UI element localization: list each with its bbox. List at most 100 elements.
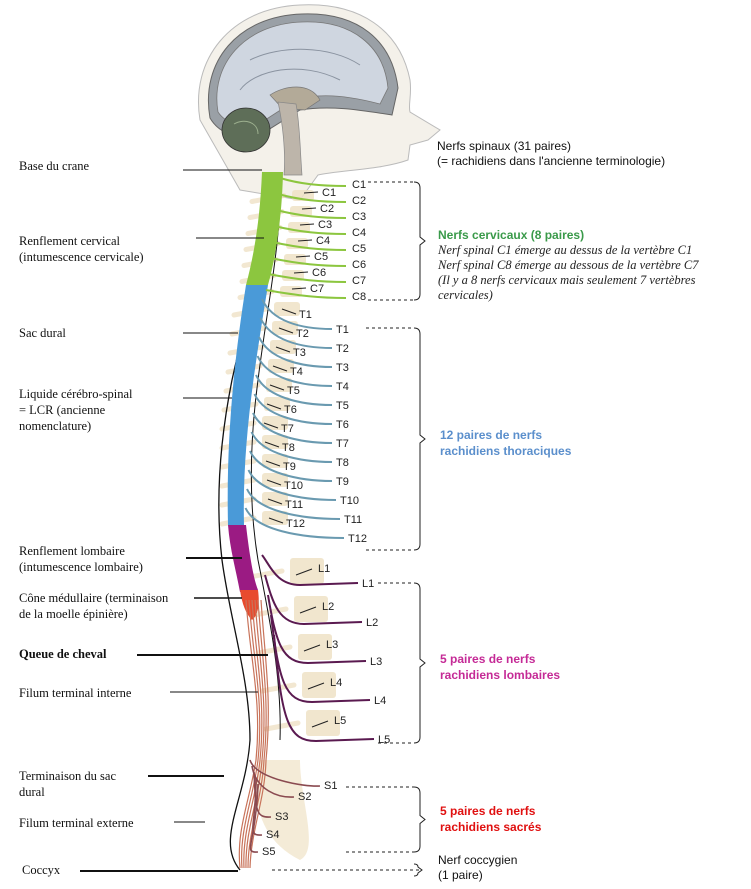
vertebra-tick bbox=[269, 384, 285, 391]
nerve-label: S4 bbox=[266, 829, 279, 841]
nerve-sacral bbox=[249, 759, 321, 787]
label-renflement-lombaire: Renflement lombaire (intumescence lombai… bbox=[19, 543, 143, 575]
vertebral-body bbox=[262, 454, 288, 468]
vertebra-tick bbox=[293, 271, 309, 274]
label-line: Terminaison du sac bbox=[19, 769, 117, 783]
nerve-lumbar bbox=[273, 634, 375, 743]
vertebra-label: T12 bbox=[286, 518, 305, 530]
vertebra-tick bbox=[278, 327, 294, 334]
vertebra-tick bbox=[303, 191, 319, 194]
vertebra-label: L2 bbox=[322, 601, 334, 613]
nerve-label: C6 bbox=[352, 259, 366, 271]
header-nerfs-spinaux: Nerfs spinaux (31 paires) (= rachidiens … bbox=[437, 139, 665, 169]
cauda-fiber bbox=[243, 599, 263, 869]
vertebra-tick bbox=[299, 223, 315, 226]
group-line: 5 paires de nerfs bbox=[440, 652, 536, 666]
vertebra-label: C6 bbox=[312, 267, 326, 279]
nerve-label: C5 bbox=[352, 243, 366, 255]
vertebra-tick bbox=[275, 346, 291, 353]
vertebra-label: T2 bbox=[296, 328, 309, 340]
nerve-thoracic bbox=[255, 374, 333, 406]
nerve-label: T10 bbox=[340, 495, 359, 507]
group-line: rachidiens sacrés bbox=[440, 820, 542, 834]
coccygeal-line: (1 paire) bbox=[438, 868, 483, 882]
nerve-label: T8 bbox=[336, 457, 349, 469]
nerve-cervical bbox=[269, 257, 347, 267]
nerve-label: T3 bbox=[336, 362, 349, 374]
nerve-thoracic bbox=[244, 507, 345, 539]
spinous-process bbox=[263, 720, 301, 732]
group-line: rachidiens thoraciques bbox=[440, 444, 572, 458]
nerve-sacral bbox=[249, 783, 259, 853]
label-line: Renflement lombaire bbox=[19, 544, 125, 558]
vertebra-tick bbox=[268, 517, 284, 524]
curly-bracket bbox=[413, 786, 426, 853]
vertebra-label: L5 bbox=[334, 715, 346, 727]
label-line: Liquide cérébro-spinal bbox=[19, 387, 133, 401]
cord-cervical bbox=[246, 172, 283, 285]
label-line: Renflement cervical bbox=[19, 234, 120, 248]
nerve-cervical bbox=[279, 177, 347, 187]
nerve-sacral bbox=[252, 777, 263, 836]
cervical-group-title: Nerfs cervicaux (8 paires) bbox=[438, 228, 585, 242]
vertebra-tick bbox=[307, 682, 325, 690]
note-line: Nerf spinal C1 émerge au dessus de la ve… bbox=[438, 243, 693, 257]
vertebra-tick bbox=[281, 308, 297, 315]
vertebra-tick bbox=[303, 644, 321, 652]
nerve-cervical bbox=[273, 225, 347, 235]
vertebra-label: T5 bbox=[287, 385, 300, 397]
nerve-label: L5 bbox=[378, 734, 390, 746]
vertebra-tick bbox=[291, 287, 307, 290]
nerve-cervical bbox=[275, 209, 347, 219]
label-sac-dural: Sac dural bbox=[19, 326, 66, 340]
vertebral-body bbox=[262, 492, 288, 506]
nerve-label: T4 bbox=[336, 381, 349, 393]
vertebra-tick bbox=[265, 460, 281, 467]
vertebral-body bbox=[266, 378, 292, 392]
cauda-fiber bbox=[245, 599, 265, 869]
vertebra-label: T10 bbox=[284, 480, 303, 492]
vertebral-body bbox=[272, 321, 298, 335]
vertebra-label: T8 bbox=[282, 442, 295, 454]
dural-sac-outline-inner bbox=[250, 174, 281, 741]
group-line: rachidiens lombaires bbox=[440, 668, 561, 682]
nerve-label: T5 bbox=[336, 400, 349, 412]
nerve-label: T9 bbox=[336, 476, 349, 488]
label-line: = LCR (ancienne bbox=[19, 403, 106, 417]
vertebra-label: C5 bbox=[314, 251, 328, 263]
label-base-du-crane: Base du crane bbox=[19, 159, 90, 173]
vertebra-label: T4 bbox=[290, 366, 303, 378]
vertebra-label: C3 bbox=[318, 219, 332, 231]
nerve-lumbar bbox=[261, 554, 359, 587]
vertebra-label: C7 bbox=[310, 283, 324, 295]
note-line: (Il y a 8 nerfs cervicaux mais seulement… bbox=[438, 273, 696, 287]
vertebra-tick bbox=[295, 255, 311, 258]
vertebral-body bbox=[264, 397, 290, 411]
nerve-thoracic bbox=[256, 355, 333, 387]
label-line: de la moelle épinière) bbox=[19, 607, 128, 621]
vertebra-tick bbox=[272, 365, 288, 372]
nerve-label: T7 bbox=[336, 438, 349, 450]
vertebra-label: C1 bbox=[322, 187, 336, 199]
nerve-sacral bbox=[251, 765, 295, 798]
label-lcr: Liquide cérébro-spinal = LCR (ancienne n… bbox=[19, 386, 133, 434]
label-line: Cône médullaire (terminaison bbox=[19, 591, 169, 605]
label-cone-medullaire: Cône médullaire (terminaison de la moell… bbox=[19, 590, 168, 622]
nerve-label: T6 bbox=[336, 419, 349, 431]
vertebral-body bbox=[262, 435, 288, 449]
cauda-fiber bbox=[238, 599, 259, 869]
nerve-label: S2 bbox=[298, 791, 311, 803]
vertebra-tick bbox=[267, 498, 283, 505]
nerve-thoracic bbox=[249, 450, 333, 482]
nerve-thoracic bbox=[259, 317, 333, 349]
sacrum bbox=[256, 760, 309, 860]
curly-bracket bbox=[413, 863, 423, 877]
vertebra-tick bbox=[299, 606, 317, 614]
nerve-label: C1 bbox=[352, 179, 366, 191]
nerve-label: T11 bbox=[344, 514, 362, 526]
cauda-fiber bbox=[247, 599, 267, 869]
nerve-label: C2 bbox=[352, 195, 366, 207]
vertebra-tick bbox=[266, 403, 282, 410]
nerve-label: L4 bbox=[374, 695, 386, 707]
label-line: dural bbox=[19, 785, 45, 799]
